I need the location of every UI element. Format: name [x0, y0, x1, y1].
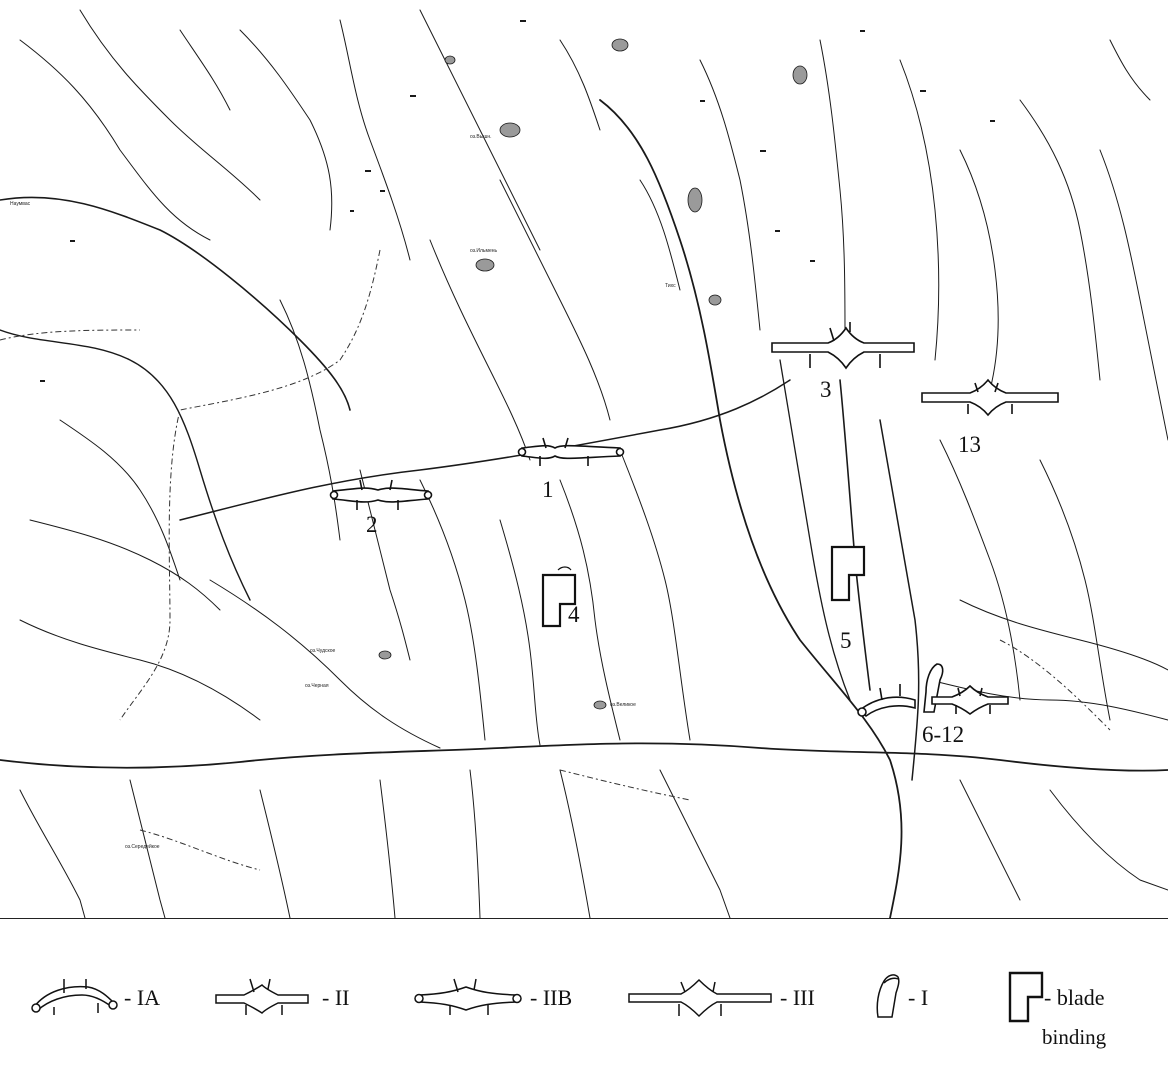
I-icon — [876, 974, 900, 1018]
site-6-12-label: 6-12 — [922, 722, 964, 747]
site-2-marker — [329, 479, 433, 510]
legend-label: - IA — [124, 985, 161, 1010]
place-label: оз.Вышн. — [470, 134, 492, 140]
III-icon — [628, 978, 772, 1018]
legend-label: - IIB — [530, 985, 573, 1010]
site-5-marker — [830, 545, 866, 602]
legend-label-cont: binding — [1042, 1025, 1107, 1049]
place-label: Наумвас — [10, 201, 31, 207]
site-1-marker — [517, 437, 625, 466]
place-label: оз.Ильмень — [470, 248, 498, 254]
site-1-label: 1 — [542, 477, 554, 502]
place-label: оз.Великое — [610, 702, 636, 708]
II-icon — [215, 978, 309, 1015]
place-label: оз.Черная — [305, 683, 329, 689]
legend-label: - III — [780, 985, 815, 1010]
blade-binding-icon — [1008, 971, 1044, 1023]
legend-label: - blade — [1044, 985, 1105, 1010]
site-5-label: 5 — [840, 628, 852, 653]
site-4-label: 4 — [568, 602, 580, 627]
IA-icon — [31, 979, 118, 1015]
legend-label: - I — [908, 985, 929, 1010]
legend: - IA - II - IIB - III - I - blad — [0, 918, 1168, 1065]
site-3-marker — [771, 322, 915, 370]
legend-label: - II — [322, 985, 350, 1010]
site-3-label: 3 — [820, 377, 832, 402]
place-label: оз.Чудское — [310, 648, 336, 654]
site-2-label: 2 — [366, 512, 378, 537]
site-4-marker — [541, 566, 577, 628]
place-label: оз.Середейкое — [125, 843, 160, 850]
map: Наумвас Тихс оз.Ильмень оз.Вышн. оз.Чудс… — [0, 9, 1168, 919]
site-13-marker — [921, 378, 1059, 417]
river-map: Наумвас Тихс оз.Ильмень оз.Вышн. оз.Чудс… — [0, 9, 1168, 919]
site-6-12-marker — [857, 663, 1009, 718]
place-label: Тихс — [665, 283, 676, 289]
site-13-label: 13 — [958, 432, 981, 457]
IIB-icon — [414, 978, 522, 1015]
